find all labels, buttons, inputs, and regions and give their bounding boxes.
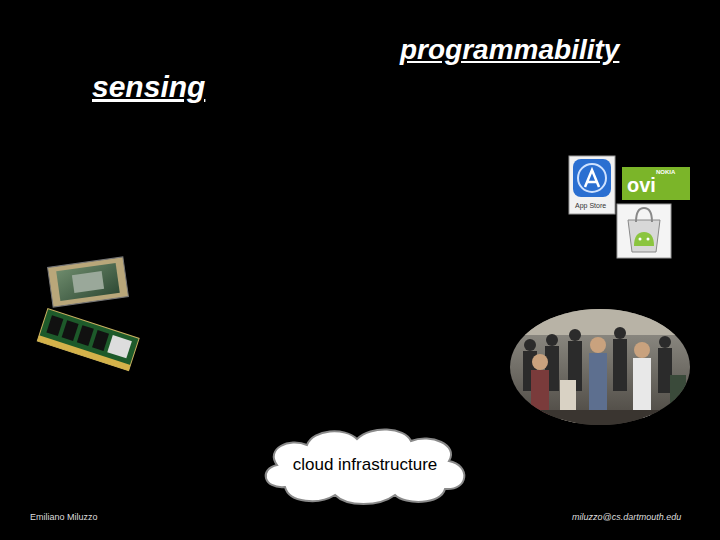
heading-label: sensing xyxy=(92,70,205,104)
icon-label: ovi xyxy=(627,174,656,197)
crowd-photo xyxy=(510,305,690,430)
cpu-chip xyxy=(48,257,129,307)
ovi-store-icon xyxy=(622,167,690,200)
cloud-shape: cloud infrastructure xyxy=(255,425,475,505)
footer-label: Emiliano Miluzzo xyxy=(30,512,98,522)
ram-module xyxy=(37,309,139,371)
icon-label: App Store xyxy=(575,202,606,209)
android-market-icon xyxy=(617,204,671,258)
heading-label: programmability xyxy=(400,34,619,66)
cloud-label: cloud infrastructure xyxy=(293,455,438,475)
icon-label: NOKIA xyxy=(656,169,675,175)
footer-label: miluzzo@cs.dartmouth.edu xyxy=(572,512,681,522)
app-store-icon xyxy=(569,156,615,214)
